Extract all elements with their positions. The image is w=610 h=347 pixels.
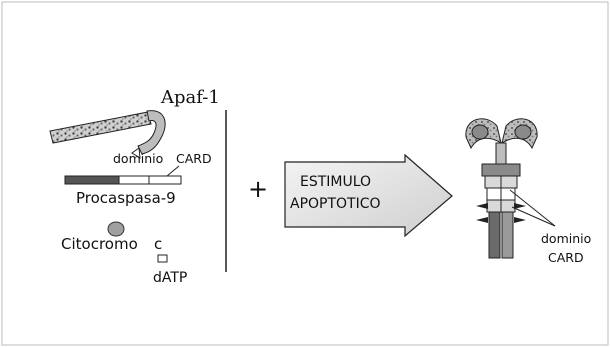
card-label-left: CARD (176, 151, 212, 166)
card-leader-right-2 (511, 206, 556, 227)
procaspasa-bar (64, 175, 182, 185)
stimulus-arrow (284, 153, 453, 238)
datp-label: dATP (153, 270, 187, 286)
apaf1-label: Apaf-1 (160, 87, 220, 108)
citocromo-shape (107, 221, 125, 237)
apaf1-molecule (49, 110, 166, 159)
dominio-label-right: dominio (541, 231, 591, 246)
apoptosome-complex (465, 118, 538, 259)
arrow-label-line1: ESTIMULO (300, 174, 371, 190)
card-leader-right-1 (509, 189, 556, 227)
datp-shape (157, 254, 168, 263)
procaspasa-label: Procaspasa-9 (76, 189, 176, 207)
card-leader-left (166, 165, 180, 177)
arrow-label-line2: APOPTOTICO (290, 196, 381, 212)
plus-sign: + (248, 175, 268, 203)
citocromo-suffix-label: c (154, 235, 162, 253)
citocromo-label: Citocromo (61, 235, 138, 253)
dominio-label-left: dominio (113, 151, 163, 166)
card-label-right: CARD (548, 250, 584, 265)
